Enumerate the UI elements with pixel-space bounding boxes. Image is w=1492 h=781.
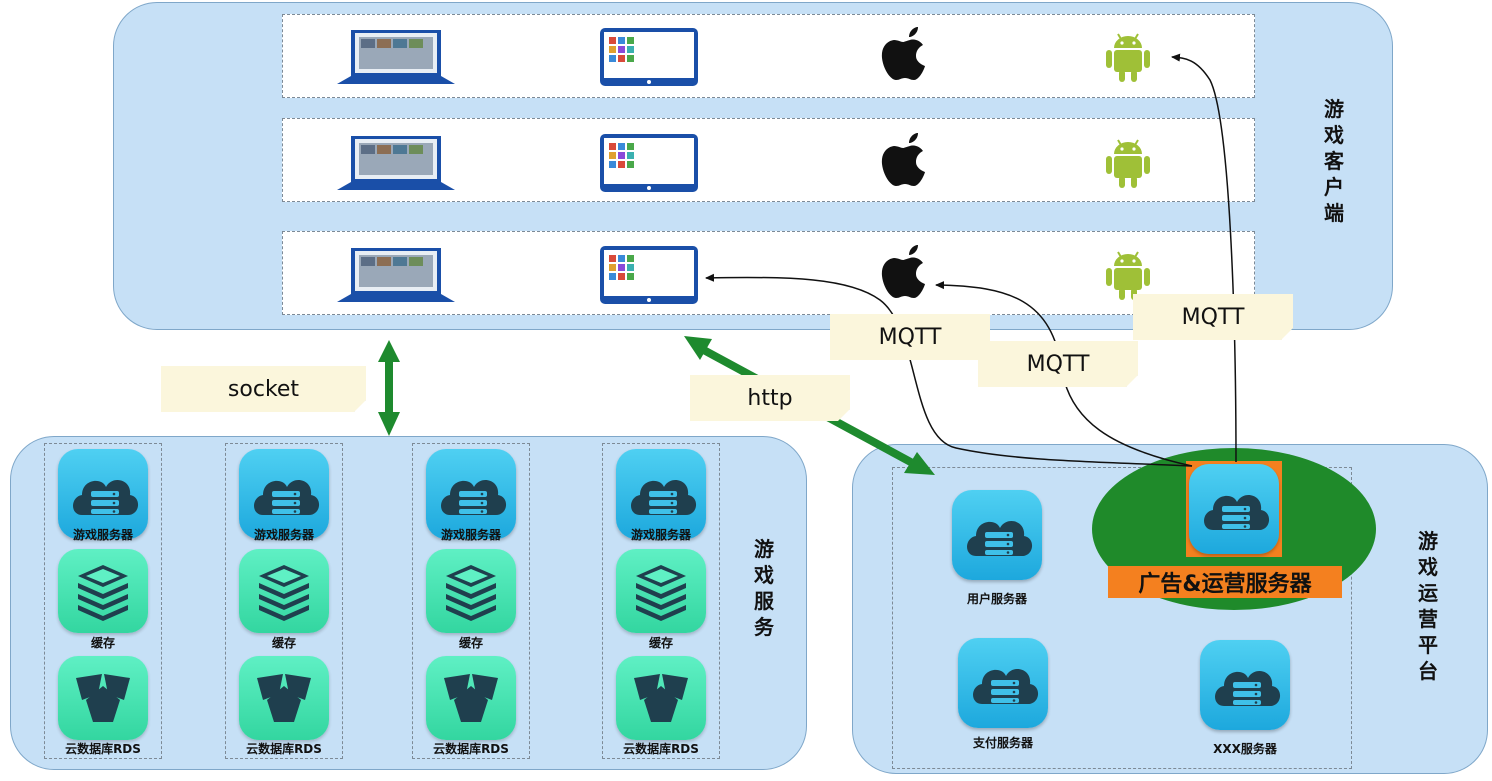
user-server-label: 用户服务器 (966, 592, 1027, 606)
game-server-label: 游戏服务器 (72, 528, 133, 542)
rds-label: 云数据库RDS (246, 742, 322, 756)
mqtt-note-3: MQTT (1133, 294, 1293, 340)
xxx-server-icon[interactable] (1200, 640, 1290, 730)
cloud-server-icon (1204, 495, 1270, 530)
game-server-icon[interactable] (239, 449, 329, 539)
pay-server-icon[interactable] (958, 638, 1048, 728)
pay-server-label: 支付服务器 (972, 736, 1033, 750)
game-server-label: 游戏服务器 (253, 528, 314, 542)
game-server-icon[interactable] (616, 449, 706, 539)
cloud-server-icon (631, 480, 697, 515)
cache-label: 缓存 (90, 636, 115, 650)
cache-label: 缓存 (271, 636, 296, 650)
rds-icon[interactable] (616, 656, 706, 740)
game-service-label: 游戏服务 (754, 537, 774, 639)
rds-label: 云数据库RDS (65, 742, 141, 756)
cloud-server-icon (73, 480, 139, 515)
cache-label: 缓存 (648, 636, 673, 650)
ops-dashed-frame (892, 467, 1352, 769)
game-client-label: 游戏客户端 (1324, 97, 1344, 225)
http-note: http (690, 375, 850, 421)
cache-icon[interactable] (58, 549, 148, 633)
rds-label: 云数据库RDS (623, 742, 699, 756)
game-server-label: 游戏服务器 (440, 528, 501, 542)
rds-icon[interactable] (58, 656, 148, 740)
mqtt-line-android (1171, 53, 1237, 463)
game-ops-label: 游戏运营平台 (1418, 529, 1438, 683)
game-server-icon[interactable] (426, 449, 516, 539)
service-group (44, 443, 162, 759)
cache-label: 缓存 (458, 636, 483, 650)
cloud-server-icon (254, 480, 320, 515)
socket-arrow (378, 340, 400, 436)
cloud-server-icon (1215, 671, 1281, 706)
cache-icon[interactable] (616, 549, 706, 633)
rds-icon[interactable] (426, 656, 516, 740)
game-server-icon[interactable] (58, 449, 148, 539)
cloud-server-icon (967, 521, 1033, 556)
mqtt-note-2: MQTT (978, 341, 1138, 387)
mqtt-note-1: MQTT (830, 314, 990, 360)
game-server-label: 游戏服务器 (630, 528, 691, 542)
ad-server-label: 广告&运营服务器 (1108, 566, 1342, 598)
mqtt-line-tablet (705, 273, 1193, 467)
service-group (225, 443, 343, 759)
service-group (602, 443, 720, 759)
cache-icon[interactable] (426, 549, 516, 633)
cloud-server-icon (441, 480, 507, 515)
ad-server-icon[interactable] (1189, 464, 1279, 554)
xxx-server-label: XXX服务器 (1213, 742, 1277, 756)
socket-note: socket (161, 366, 366, 412)
service-group (412, 443, 530, 759)
cache-icon[interactable] (239, 549, 329, 633)
rds-label: 云数据库RDS (433, 742, 509, 756)
rds-icon[interactable] (239, 656, 329, 740)
user-server-icon[interactable] (952, 490, 1042, 580)
cloud-server-icon (973, 669, 1039, 704)
